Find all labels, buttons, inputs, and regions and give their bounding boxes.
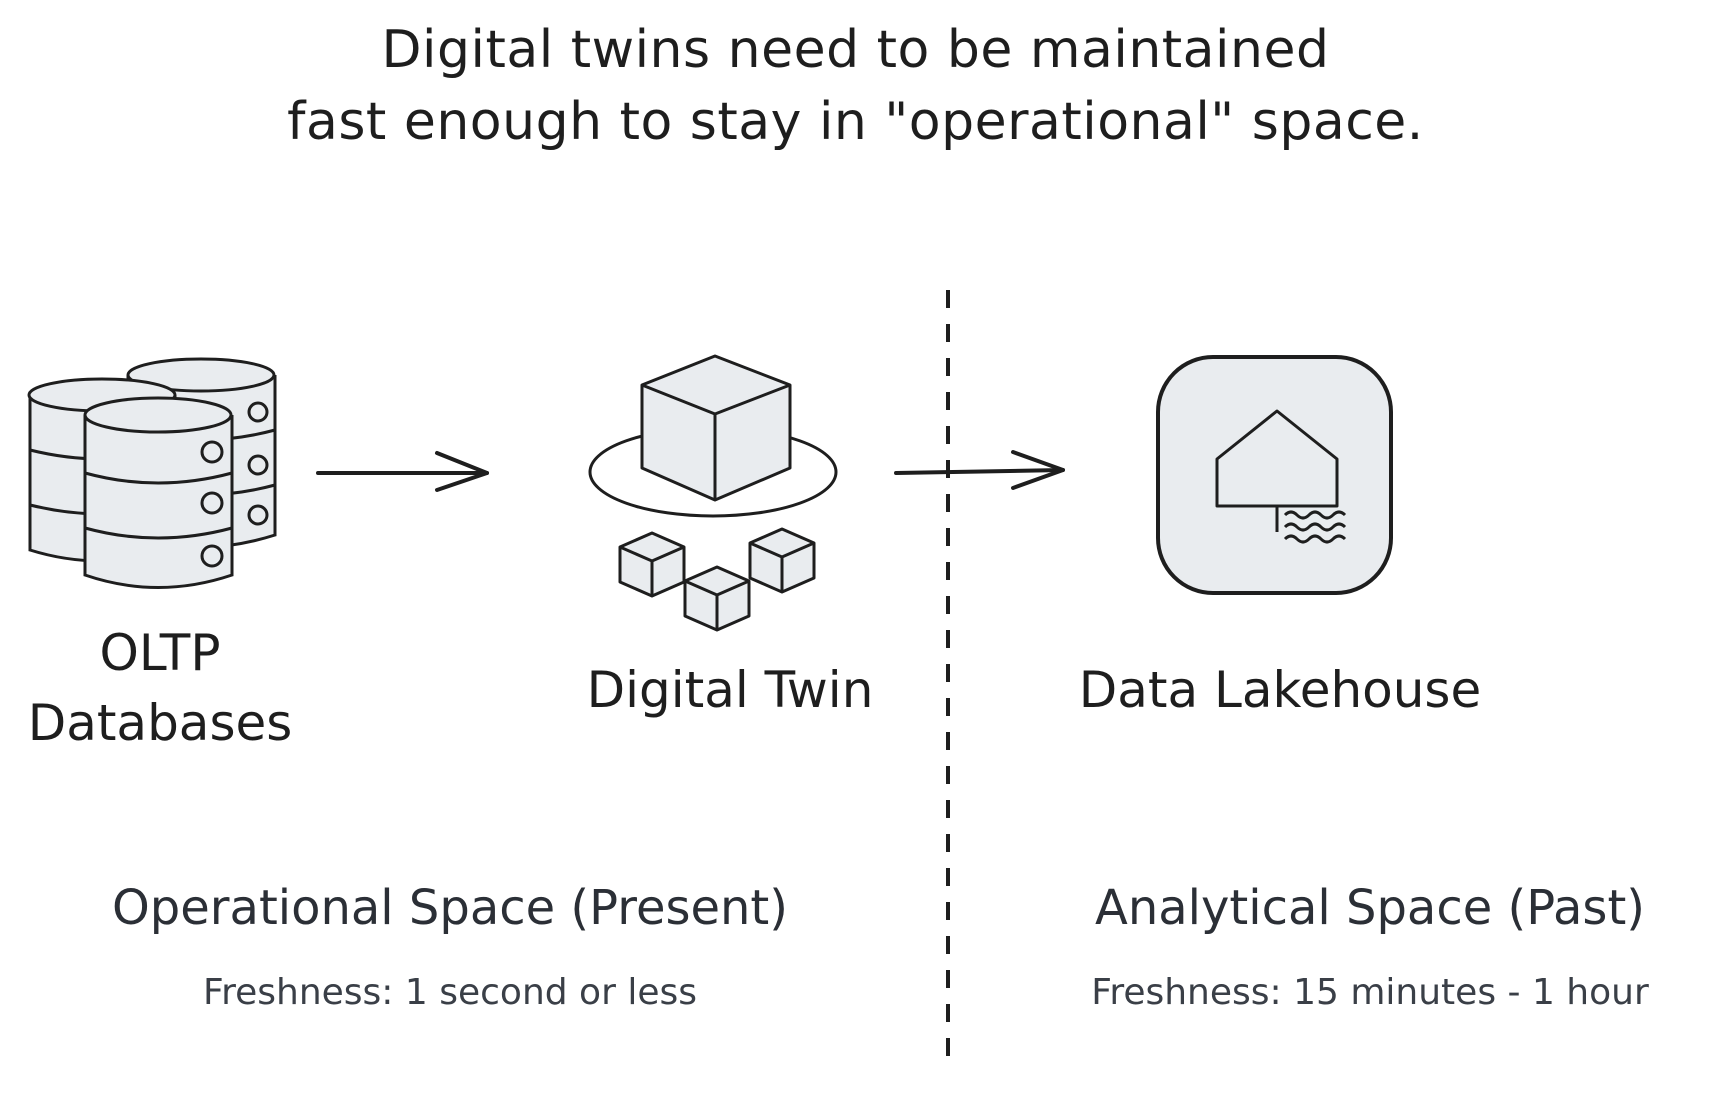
title-line-1: Digital twins need to be maintained [381,20,1330,80]
arrow-twin-to-lakehouse [894,450,1065,490]
operational-freshness: Freshness: 1 second or less [203,972,697,1013]
lakehouse-icon [1156,355,1393,595]
oltp-label-line-2: Databases [27,694,293,752]
analytical-freshness: Freshness: 15 minutes - 1 hour [1091,972,1649,1013]
oltp-label: OLTP Databases [0,618,320,758]
analytical-space-title: Analytical Space (Past) [1095,880,1645,936]
arrow-oltp-to-twin [316,451,489,492]
lakehouse-label: Data Lakehouse [1078,661,1482,719]
title-line-2: fast enough to stay in "operational" spa… [287,92,1424,152]
cube-cluster-icon [588,354,838,632]
operational-space-title: Operational Space (Present) [112,880,788,936]
diagram-title: Digital twins need to be maintained fast… [0,14,1711,158]
oltp-label-line-1: OLTP [99,624,221,682]
digital-twin-label: Digital Twin [586,661,874,719]
database-stack-icon [27,357,277,589]
